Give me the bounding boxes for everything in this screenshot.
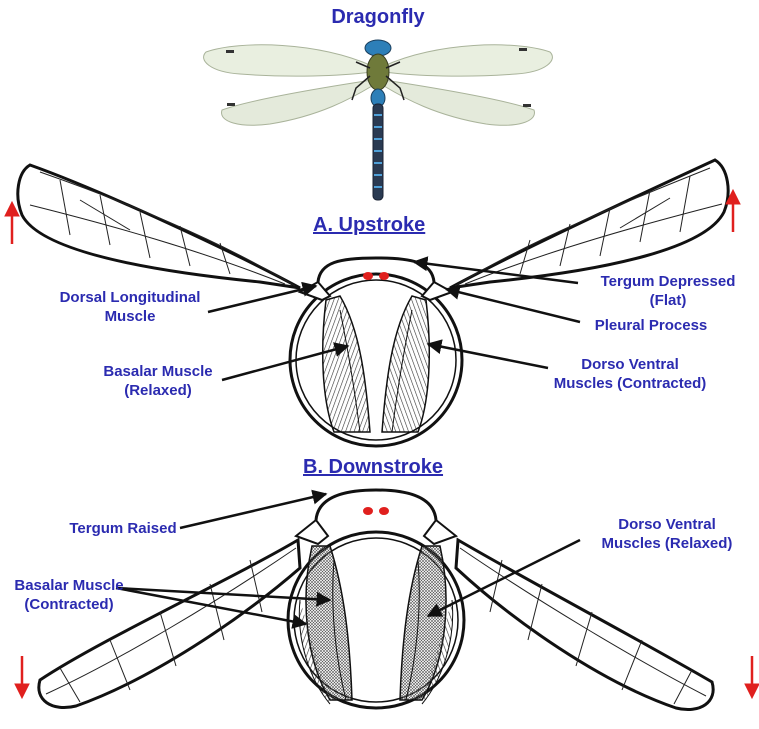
label-line: Muscle [40,307,220,326]
label-line: (Contracted) [4,595,134,614]
label-dorsal-longitudinal-muscle: Dorsal Longitudinal Muscle [40,288,220,326]
label-line: Dorso Ventral [582,515,752,534]
label-line: Dorsal Longitudinal [40,288,220,307]
label-dorso-ventral-relaxed: Dorso Ventral Muscles (Relaxed) [582,515,752,553]
downstroke-heading: B. Downstroke [303,456,443,479]
label-line: Basalar Muscle [88,362,228,381]
dragonfly-illustration [204,40,553,200]
label-line: Muscles (Contracted) [540,374,720,393]
label-basalar-muscle-contracted: Basalar Muscle (Contracted) [4,576,134,614]
downstroke-right-wing [456,540,713,710]
label-line: Muscles (Relaxed) [582,534,752,553]
label-line: (Relaxed) [88,381,228,400]
label-dorso-ventral-contracted: Dorso Ventral Muscles (Contracted) [540,355,720,393]
upstroke-heading: A. Upstroke [313,214,425,237]
label-tergum-raised: Tergum Raised [58,519,188,538]
upstroke-right-wing [450,160,728,288]
label-pleural-process: Pleural Process [586,316,716,335]
label-line: Basalar Muscle [4,576,134,595]
label-basalar-muscle-relaxed: Basalar Muscle (Relaxed) [88,362,228,400]
label-tergum-depressed: Tergum Depressed (Flat) [586,272,750,310]
label-line: Dorso Ventral [540,355,720,374]
label-line: (Flat) [586,291,750,310]
downstroke-left-wing [39,540,300,708]
diagram-title: Dragonfly [318,6,438,29]
upstroke-thorax-ring [290,274,462,446]
label-line: Tergum Depressed [586,272,750,291]
